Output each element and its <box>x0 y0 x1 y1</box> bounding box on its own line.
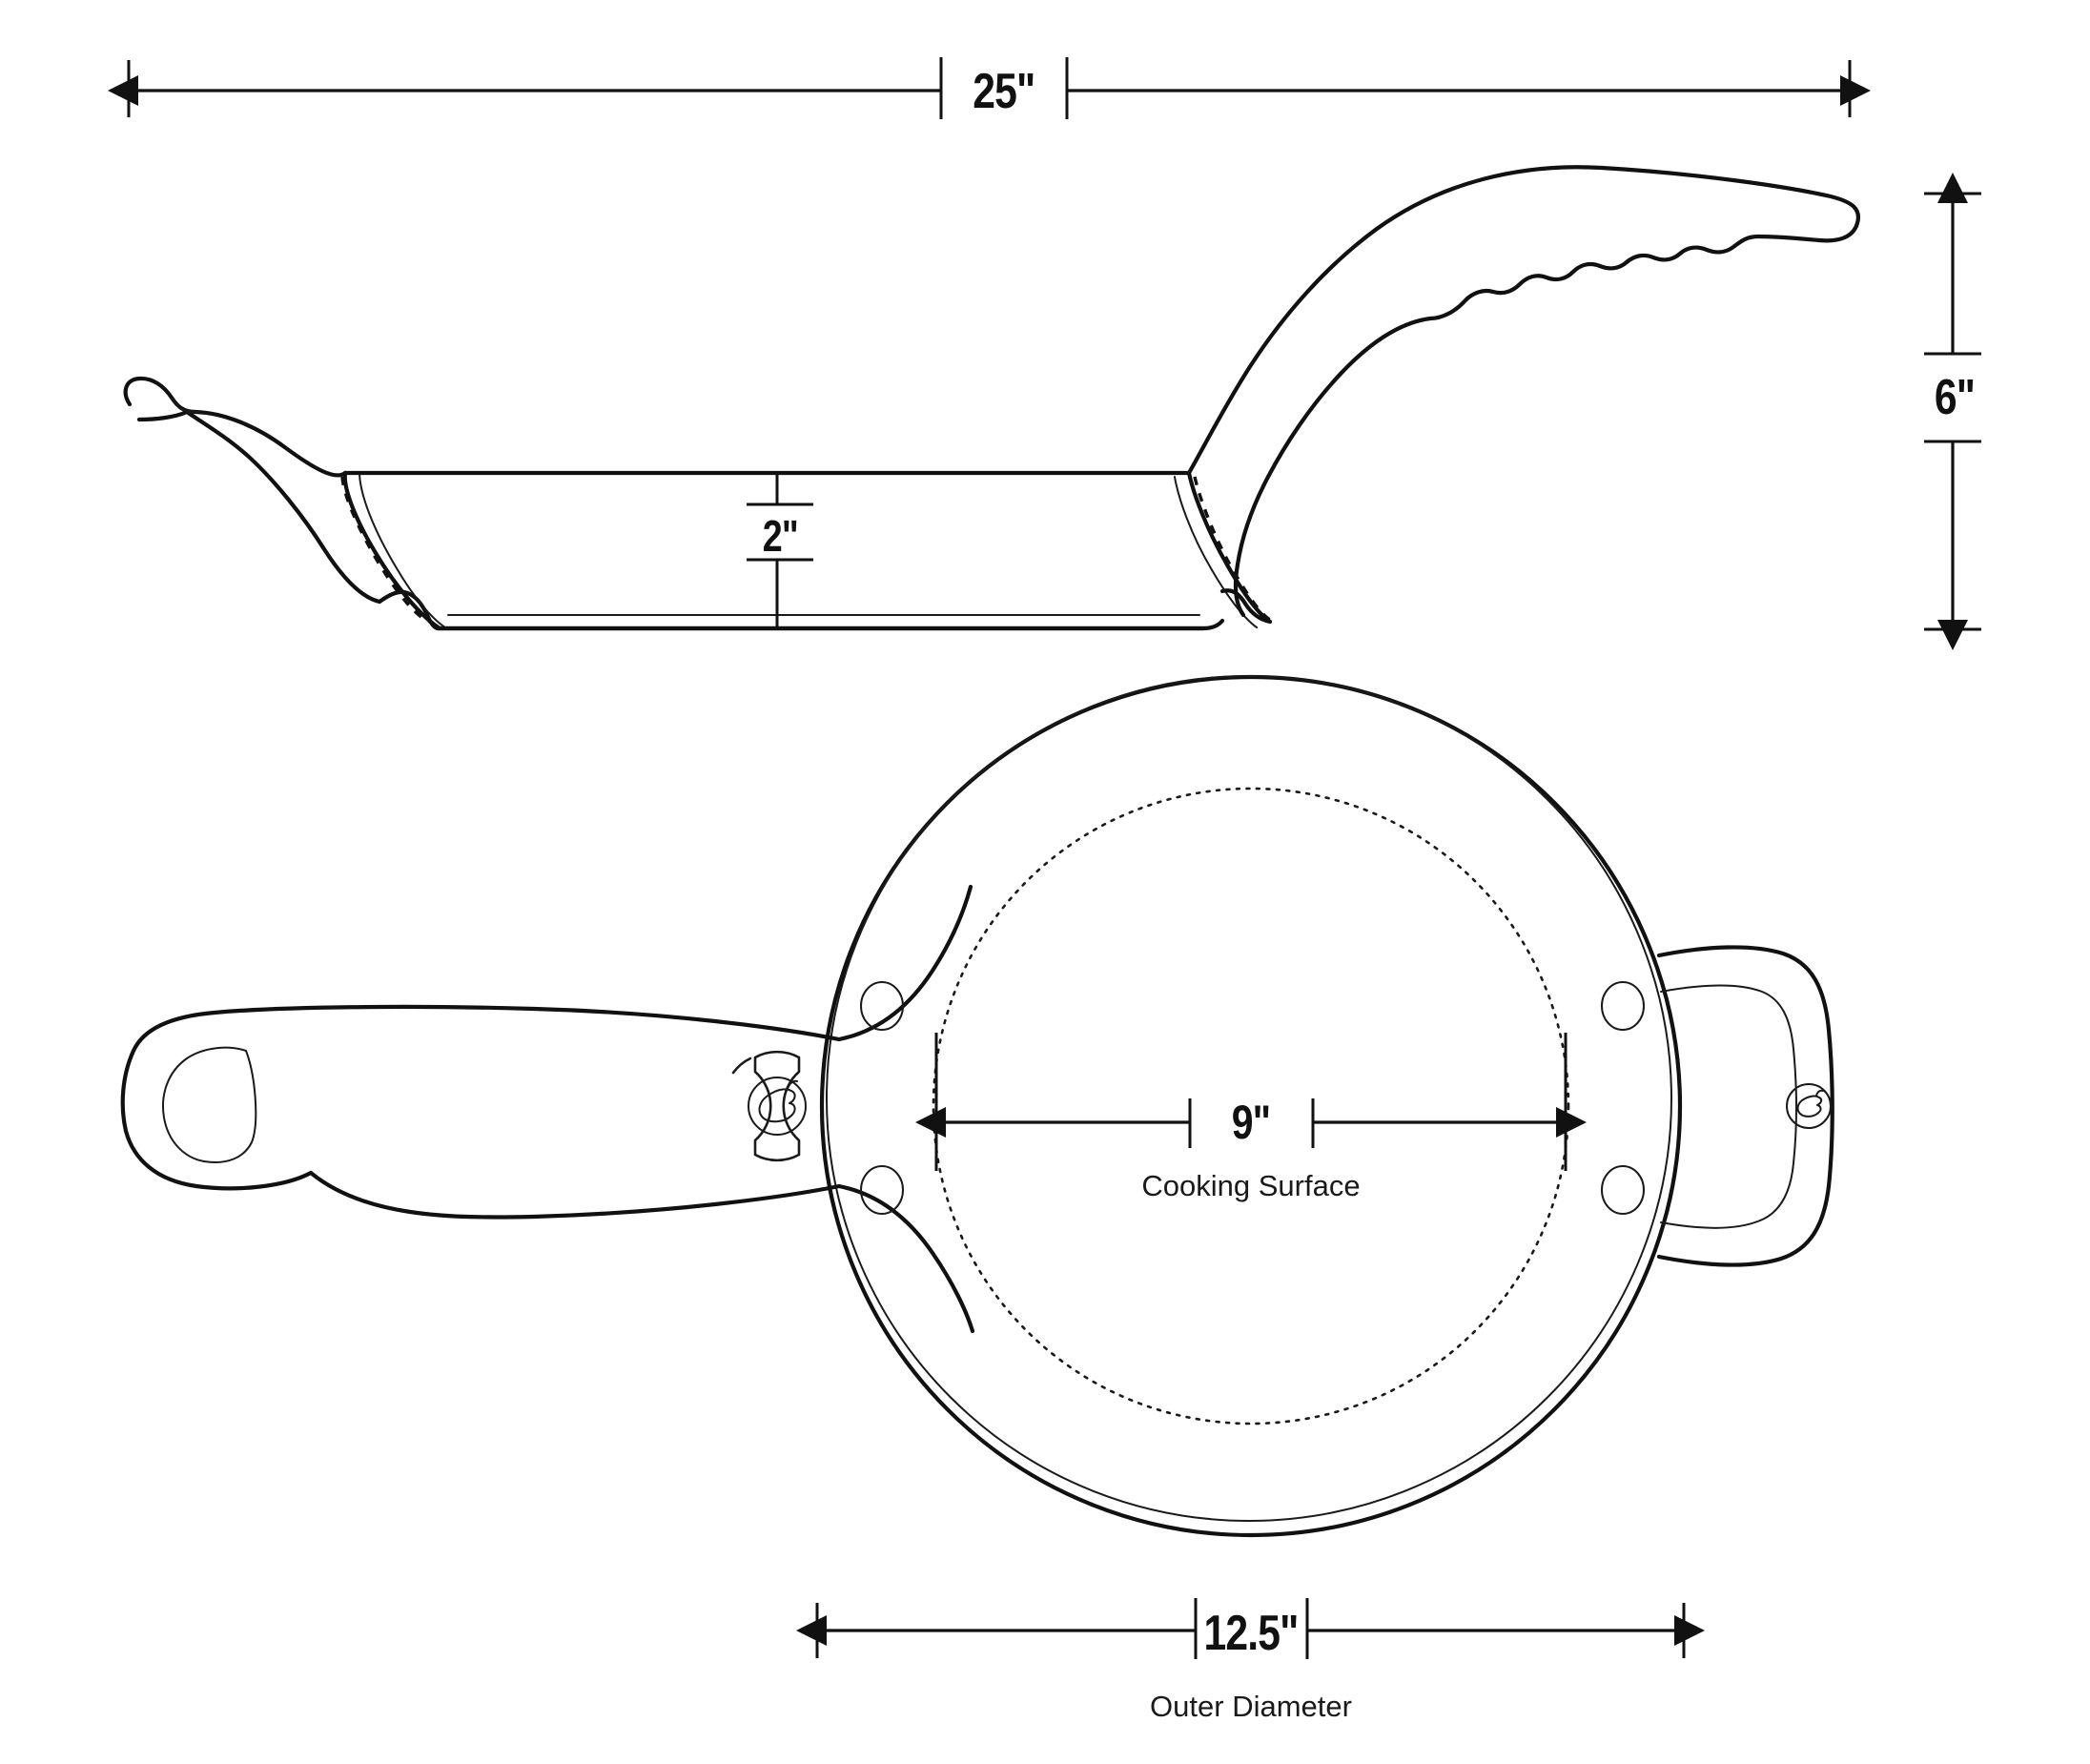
top-view-rivet <box>1601 1165 1645 1215</box>
brand-logo-medallion-helper <box>1786 1083 1832 1129</box>
side-view-right-wall-outer <box>1186 470 1273 625</box>
flame-icon-helper <box>1796 1095 1823 1118</box>
side-view-helper-handle-underside <box>136 409 382 605</box>
side-view-hidden-seam-right <box>1193 476 1271 622</box>
side-view-left-wall-inner <box>359 473 449 630</box>
dimension-wall-depth: 2" <box>747 473 813 629</box>
flame-icon <box>758 1088 796 1123</box>
top-view-long-handle-top-edge <box>120 1004 842 1191</box>
logo-outer-circle-helper <box>1786 1083 1832 1129</box>
top-view-handle-hanging-hole <box>162 1046 257 1163</box>
top-view-rivet <box>860 981 904 1031</box>
top-view-handle-neck-lower <box>836 1183 975 1334</box>
dimension-label-overall-height: 6" <box>1935 370 1975 425</box>
top-view-long-handle-bottom-edge <box>308 1170 842 1220</box>
flame-icon-stem <box>787 1079 798 1090</box>
dimension-caption-outer-diameter: Outer Diameter <box>1150 1690 1352 1723</box>
side-view-helper-handle <box>123 376 348 478</box>
logo-ring-arc-ring <box>753 1050 801 1162</box>
top-view: 9" Cooking Surface <box>120 674 1834 1538</box>
dimension-outer-diameter: 12.5" Outer Diameter <box>796 1598 1705 1723</box>
side-view-right-wall-flare <box>1219 588 1273 625</box>
side-view-long-handle-bottom <box>1233 234 1822 618</box>
side-view-hidden-seam-left <box>340 476 430 624</box>
dimension-label-overall-length: 25" <box>973 64 1035 119</box>
logo-ring-arc-top-left <box>731 1056 752 1075</box>
dimension-overall-length: 25" <box>108 57 1871 119</box>
top-view-rim-inner-edge <box>826 675 1672 1522</box>
dimension-cooking-surface: 9" Cooking Surface <box>915 1033 1587 1202</box>
logo-inner-circle <box>748 1077 807 1136</box>
dimension-label-outer-diameter: 12.5" <box>1203 1606 1298 1661</box>
side-view: 2" <box>123 165 1861 631</box>
top-view-cooking-surface-boundary <box>932 787 1570 1426</box>
flame-icon-stem-helper <box>1815 1089 1824 1097</box>
top-view-handle-neck-upper <box>836 884 973 1042</box>
dimension-caption-cooking-surface: Cooking Surface <box>1141 1169 1360 1202</box>
dimension-label-cooking-surface: 9" <box>1232 1096 1271 1149</box>
dimension-overall-height: 6" <box>1924 173 1981 650</box>
top-view-helper-handle-inner <box>1660 984 1797 1229</box>
side-view-helper-handle-inner-crease <box>171 397 200 413</box>
top-view-rivet <box>860 1165 904 1215</box>
side-view-left-wall-outer <box>342 470 442 631</box>
side-view-long-handle-top <box>1186 165 1861 476</box>
top-view-rivet <box>1601 981 1645 1031</box>
dimension-label-wall-depth: 2" <box>763 511 798 560</box>
brand-logo-medallion-handle <box>731 1050 807 1162</box>
top-view-helper-handle-outer <box>1656 945 1834 1267</box>
